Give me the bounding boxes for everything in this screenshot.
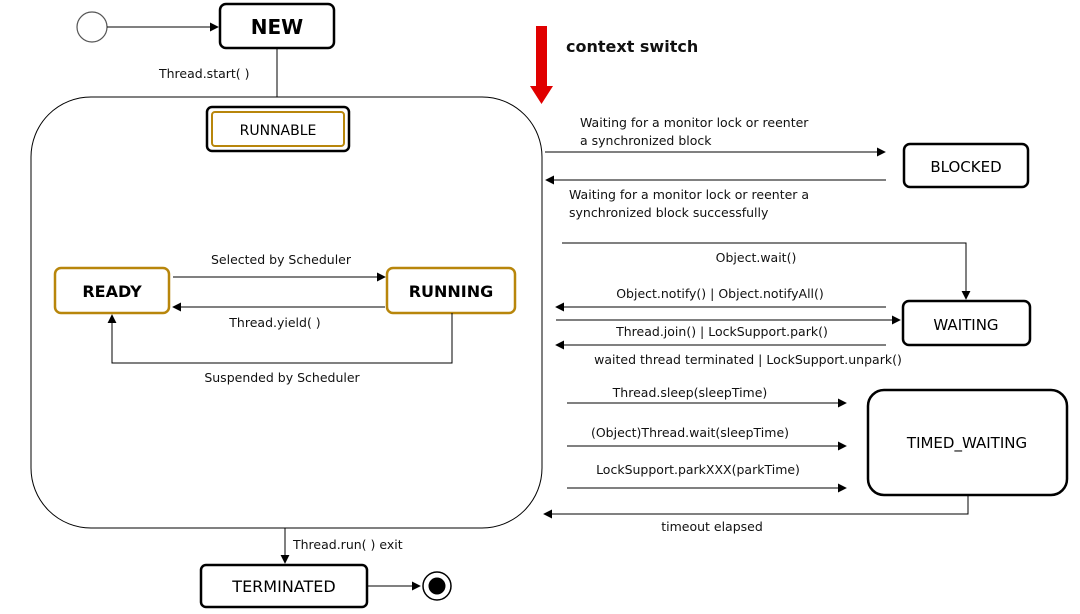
label-thread-run-exit: Thread.run( ) exit [292, 537, 403, 552]
state-waiting [901, 299, 1032, 347]
context-switch-shaft [536, 26, 547, 86]
state-ready-label: READY [82, 282, 142, 301]
label-object-wait: Object.wait() [716, 250, 797, 265]
state-running-label: RUNNING [409, 282, 494, 301]
runnable-container [30, 96, 543, 529]
label-thread-sleep: Thread.sleep(sleepTime) [612, 385, 768, 400]
label-waited-terminated: waited thread terminated | LockSupport.u… [594, 352, 902, 367]
state-blocked-label: BLOCKED [930, 158, 1001, 176]
state-runnable-inner [211, 111, 345, 147]
label-object-notify: Object.notify() | Object.notifyAll() [616, 286, 824, 301]
state-blocked [902, 142, 1030, 189]
label-suspended-by-scheduler: Suspended by Scheduler [204, 370, 360, 385]
state-new-label: NEW [251, 15, 303, 39]
state-waiting-label: WAITING [933, 316, 998, 334]
state-ready [53, 266, 171, 315]
final-state-inner [428, 577, 446, 595]
state-terminated-label: TERMINATED [231, 577, 335, 596]
arrow-timeout-elapsed [543, 495, 969, 519]
label-to-blocked-1: Waiting for a monitor lock or reenter [580, 115, 809, 130]
label-thread-yield: Thread.yield( ) [228, 315, 320, 330]
arrow-object-wait [562, 242, 971, 300]
state-runnable-label: RUNNABLE [240, 123, 317, 139]
label-selected-by-scheduler: Selected by Scheduler [211, 252, 352, 267]
label-from-blocked-1: Waiting for a monitor lock or reenter a [569, 187, 809, 202]
arrow-suspended-loop [107, 313, 453, 364]
context-switch-arrowhead [530, 86, 553, 104]
label-locksupport-parkxxx: LockSupport.parkXXX(parkTime) [596, 462, 800, 477]
label-context-switch: context switch [566, 37, 698, 56]
initial-state [76, 11, 108, 43]
label-thread-join: Thread.join() | LockSupport.park() [615, 324, 828, 339]
label-object-thread-wait: (Object)Thread.wait(sleepTime) [591, 425, 789, 440]
state-timed-waiting-label: TIMED_WAITING [906, 434, 1027, 453]
label-from-blocked-2: synchronized block successfully [569, 205, 769, 220]
label-timeout-elapsed: timeout elapsed [661, 519, 763, 534]
label-thread-start: Thread.start( ) [158, 66, 250, 81]
state-running [385, 266, 517, 315]
label-to-blocked-2: a synchronized block [580, 133, 712, 148]
